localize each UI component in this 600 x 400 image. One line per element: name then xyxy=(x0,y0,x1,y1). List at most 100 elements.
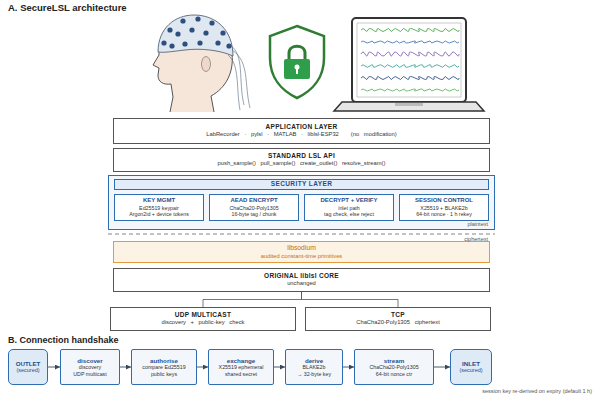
cap-wire xyxy=(232,50,250,108)
box-text: audited constant-time primitives xyxy=(261,253,343,260)
electrode xyxy=(215,40,220,45)
box-heading: exchange xyxy=(227,357,256,365)
layer-note: ciphertext xyxy=(464,236,488,242)
electrode xyxy=(220,30,225,35)
box-heading: authorise xyxy=(150,357,178,365)
module-box: KEY MGMTEd25519 keypairArgon2id + device… xyxy=(114,194,204,221)
box-heading: libsodium xyxy=(287,244,316,252)
footnote: session key re-derived on expiry (defaul… xyxy=(482,388,592,394)
layer-box: STANDARD LSL APIpush_sample() pull_sampl… xyxy=(113,148,490,172)
box-text: tag check, else reject xyxy=(324,211,374,218)
endpoint-box: INLET(secured) xyxy=(450,349,492,385)
box-text: (secured) xyxy=(16,367,39,374)
lock-shackle xyxy=(289,46,305,60)
ear xyxy=(202,57,211,72)
box-text: LabRecorder · pylsl · MATLAB · liblsl-ES… xyxy=(206,131,339,138)
box-text: 64-bit nonce ctr xyxy=(376,371,413,378)
cap-wire xyxy=(228,55,240,110)
security-layer: SECURITY LAYER KEY MGMTEd25519 keypairArg… xyxy=(108,175,495,230)
electrode xyxy=(203,30,208,35)
box-heading: SECURITY LAYER xyxy=(114,179,489,190)
eeg-trace xyxy=(361,29,459,32)
box-text: discovery + public-key check xyxy=(162,319,245,326)
layer-box: ORIGINAL liblsl COREunchanged xyxy=(113,268,490,292)
box-text: ChaCha20-Poly1305 xyxy=(229,205,278,212)
eeg-trace xyxy=(361,77,459,80)
box-text: inlet path xyxy=(338,205,360,212)
box-text: discovery xyxy=(79,364,101,371)
endpoint-box: OUTLET(secured) xyxy=(8,349,48,385)
laptop xyxy=(334,18,484,111)
layer-box: UDP MULTICASTdiscovery + public-key chec… xyxy=(110,307,296,331)
handshake-step: exchangeX25519 ephemeralshared secret xyxy=(208,349,274,385)
eeg-head xyxy=(153,15,250,112)
box-text: unchanged xyxy=(287,280,316,287)
flow-arrow xyxy=(434,367,450,368)
box-heading: discover xyxy=(77,357,102,365)
layer-box: TCPChaCha20-Poly1305 ciphertext xyxy=(305,307,491,331)
box-heading: OUTLET xyxy=(16,360,41,368)
lock-body xyxy=(284,59,310,79)
box-text: Argon2id + device tokens xyxy=(129,211,189,218)
box-heading: TCP xyxy=(391,311,405,319)
figure-title: A. SecureLSL architecture xyxy=(8,3,127,13)
box-heading: STANDARD LSL API xyxy=(268,152,335,160)
laptop-display xyxy=(357,23,461,97)
security-shield xyxy=(270,26,324,98)
electrode xyxy=(161,40,166,45)
layer-box: APPLICATION LAYERLabRecorder · pylsl · M… xyxy=(113,118,490,144)
box-text: UDP multicast xyxy=(73,371,106,378)
layer-note: plaintext xyxy=(468,221,489,227)
box-heading: UDP MULTICAST xyxy=(175,311,231,319)
tree-connector xyxy=(203,292,302,307)
eeg-trace xyxy=(361,89,459,91)
electrode xyxy=(182,41,187,46)
electrode xyxy=(195,16,200,21)
flow-arrow xyxy=(120,367,131,368)
box-heading: KEY MGMT xyxy=(143,197,175,205)
electrode xyxy=(169,43,174,48)
box-text: BLAKE2b xyxy=(303,364,326,371)
eeg-cap xyxy=(158,15,233,56)
eeg-trace xyxy=(361,41,459,43)
box-heading: APPLICATION LAYER xyxy=(114,123,489,131)
electrode xyxy=(167,27,172,32)
box-text: 64-bit nonce · 1 h rekey xyxy=(416,211,472,218)
handshake-step: authorisecompare Ed25519public keys xyxy=(131,349,197,385)
box-text: Ed25519 keypair xyxy=(139,205,179,212)
box-text: public keys xyxy=(151,371,177,378)
box-text: X25519 ephemeral xyxy=(219,364,264,371)
handshake-step: streamChaCha20-Poly130564-bit nonce ctr xyxy=(354,349,434,385)
box-text: ChaCha20-Poly1305 xyxy=(369,364,418,371)
box-heading: stream xyxy=(384,357,404,365)
box-heading: INLET xyxy=(462,360,480,368)
module-box: AEAD ENCRYPTChaCha20-Poly130516-byte tag… xyxy=(209,194,299,221)
laptop-screen xyxy=(352,18,466,102)
module-box: SESSION CONTROLX25519 + BLAKE2b64-bit no… xyxy=(399,194,489,221)
box-text: (no modification) xyxy=(351,131,397,138)
box-heading: SESSION CONTROL xyxy=(415,197,473,205)
electrode xyxy=(209,20,214,25)
box-text: compare Ed25519 xyxy=(142,364,185,371)
box-text: X25519 + BLAKE2b xyxy=(420,205,467,212)
flow-arrow xyxy=(197,367,208,368)
flow-arrow xyxy=(48,367,60,368)
laptop-notch xyxy=(395,103,423,106)
box-heading: ORIGINAL liblsl CORE xyxy=(264,272,339,280)
electrode xyxy=(180,18,185,23)
box-text: (secured) xyxy=(459,367,482,374)
library-box: libsodiumaudited constant-time primitive… xyxy=(113,241,490,263)
handshake-step: discoverdiscoveryUDP multicast xyxy=(60,349,120,385)
electrode xyxy=(189,27,194,32)
electrode xyxy=(226,43,231,48)
eeg-trace xyxy=(361,52,459,56)
tree-connector xyxy=(302,292,399,307)
flow-arrow xyxy=(343,367,354,368)
box-heading: DECRYPT + VERIFY xyxy=(321,197,378,205)
box-heading: derive xyxy=(305,357,323,365)
section-heading: B. Connection handshake xyxy=(8,336,119,346)
laptop-base xyxy=(334,102,484,111)
electrode xyxy=(175,31,180,36)
keyhole-slot xyxy=(296,68,298,74)
box-text: 16-byte tag / chunk xyxy=(231,211,276,218)
